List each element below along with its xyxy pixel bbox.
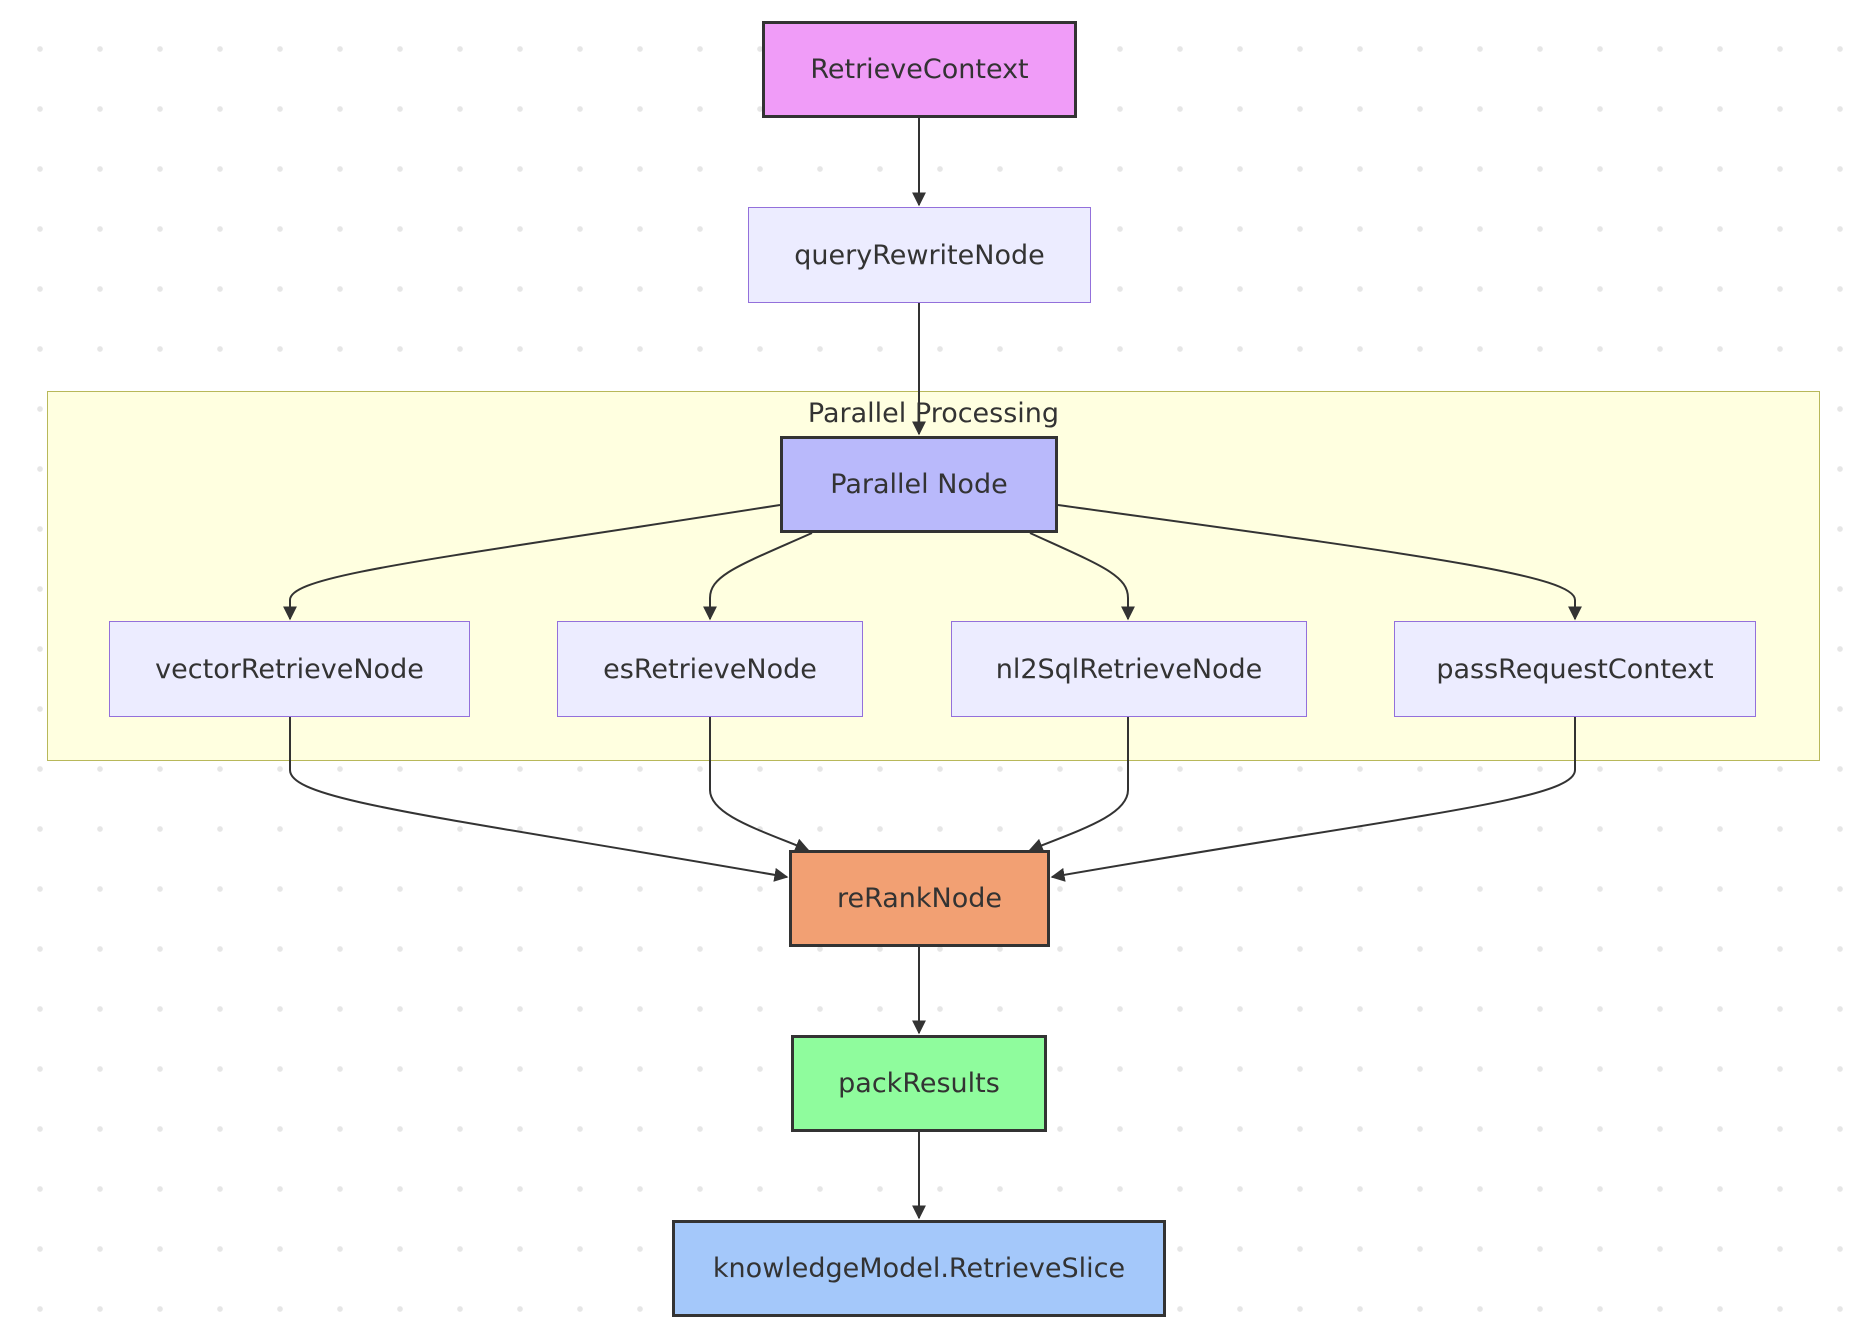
node-parallel[interactable]: Parallel Node: [780, 436, 1058, 533]
node-retrieve-context[interactable]: RetrieveContext: [762, 21, 1077, 118]
edge-esRetrieve-to-reRank: [709, 717, 810, 852]
node-query-rewrite[interactable]: queryRewriteNode: [748, 207, 1091, 303]
node-label: queryRewriteNode: [794, 239, 1045, 271]
edge-passRequestContext-to-reRank: [1050, 717, 1576, 882]
node-label: Parallel Node: [830, 469, 1008, 500]
node-rerank[interactable]: reRankNode: [789, 850, 1050, 947]
edge-parallelNode-to-vectorRetrieve: [283, 504, 781, 621]
edge-vectorRetrieve-to-reRank: [289, 717, 789, 882]
node-label: nl2SqlRetrieveNode: [995, 653, 1263, 685]
node-knowledge-model-retrieve-slice[interactable]: knowledgeModel.RetrieveSlice: [672, 1220, 1166, 1317]
node-vector-retrieve[interactable]: vectorRetrieveNode: [109, 621, 470, 717]
node-pass-request-context[interactable]: passRequestContext: [1394, 621, 1756, 717]
node-label: RetrieveContext: [810, 54, 1029, 85]
node-label: passRequestContext: [1436, 653, 1714, 685]
node-nl2sql-retrieve[interactable]: nl2SqlRetrieveNode: [951, 621, 1307, 717]
node-label: packResults: [838, 1068, 1000, 1099]
edge-parallelNode-to-passRequestContext: [1057, 504, 1582, 621]
edge-nl2SqlRetrieve-to-reRank: [1028, 717, 1129, 852]
edge-parallelNode-to-nl2SqlRetrieve: [1029, 532, 1135, 621]
node-label: esRetrieveNode: [603, 653, 817, 685]
node-es-retrieve[interactable]: esRetrieveNode: [557, 621, 863, 717]
node-label: reRankNode: [836, 883, 1003, 914]
edge-parallelNode-to-esRetrieve: [703, 532, 813, 621]
node-pack-results[interactable]: packResults: [791, 1035, 1047, 1132]
subgraph-title: Parallel Processing: [807, 398, 1060, 429]
node-label: knowledgeModel.RetrieveSlice: [712, 1253, 1126, 1284]
node-label: vectorRetrieveNode: [155, 653, 424, 685]
